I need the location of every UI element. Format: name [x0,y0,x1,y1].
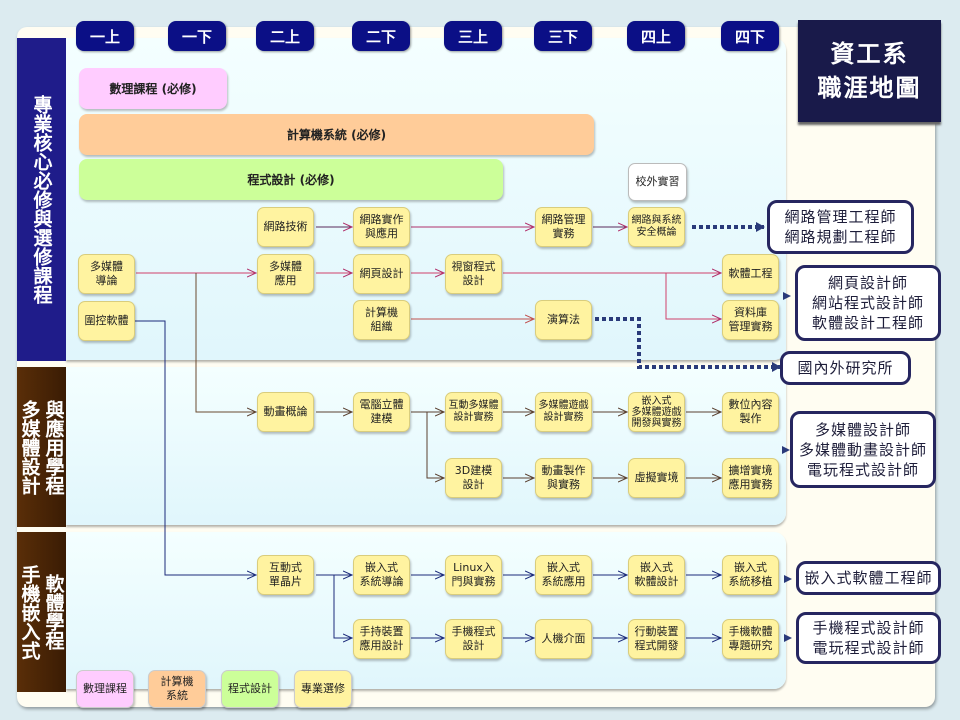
embedded-track-label-col2: 軟體學程 [42,574,65,650]
legend-elective: 專業選修 [294,670,352,708]
course-web-design[interactable]: 網頁設計 [353,254,410,294]
career-title: 網站程式設計師 [811,294,924,312]
semester-3a: 三上 [444,21,502,51]
semester-4b: 四下 [721,21,779,51]
career-multimedia[interactable]: 多媒體設計師 多媒體動畫設計師 電玩程式設計師 [790,411,936,488]
course-internship[interactable]: 校外實習 [628,163,687,201]
course-window-prog[interactable]: 視窗程式 設計 [445,254,502,294]
career-title: 網路規劃工程師 [784,228,897,246]
career-title: 多媒體動畫設計師 [798,440,927,459]
course-network-practice[interactable]: 網路實作 與應用 [353,207,410,247]
course-embedded-sw[interactable]: 嵌入式 軟體設計 [628,555,685,595]
core-track-label-text: 專業核心必修與選修課程 [30,95,53,304]
course-handheld-app[interactable]: 手持裝置 應用設計 [353,619,410,659]
course-animation-intro[interactable]: 動畫概論 [257,392,314,432]
title-line2: 職涯地圖 [817,74,922,102]
course-multimedia-app[interactable]: 多媒體 應用 [257,254,314,294]
page-title: 資工系 職涯地圖 [798,20,941,122]
course-multimedia-intro[interactable]: 多媒體 導論 [78,254,135,294]
legend-systems: 計算機 系統 [148,670,206,708]
career-title: 電玩程式設計師 [806,460,919,479]
course-linux[interactable]: Linux入 門與實務 [445,555,502,595]
semester-1b: 一下 [168,21,226,51]
core-track-label: 專業核心必修與選修課程 [17,38,66,361]
course-database[interactable]: 資料庫 管理實務 [722,300,779,340]
semester-3b: 三下 [534,21,592,51]
career-title: 軟體設計工程師 [811,314,924,332]
course-network-security[interactable]: 網路與系統 安全概論 [628,207,685,247]
legend-programming: 程式設計 [221,670,279,708]
semester-4a: 四上 [627,21,685,51]
title-line1: 資工系 [830,40,909,68]
legend-math: 數理課程 [76,670,134,708]
career-grad-school[interactable]: 國內外研究所 [780,351,911,385]
course-algorithms[interactable]: 演算法 [535,300,592,340]
course-virtual-reality[interactable]: 虛擬實境 [628,458,685,498]
semester-2a: 二上 [256,21,314,51]
multimedia-track-area [66,367,786,525]
course-mobile-dev[interactable]: 行動裝置 程式開發 [628,619,685,659]
career-mobile[interactable]: 手機程式設計師 電玩程式設計師 [796,612,941,664]
course-interactive-chip[interactable]: 互動式 單晶片 [257,555,314,595]
course-network-mgmt[interactable]: 網路管理 實務 [535,207,592,247]
course-hci[interactable]: 人機介面 [535,619,592,659]
course-ar-app[interactable]: 擴增實境 應用實務 [722,458,779,498]
career-title: 網路管理工程師 [784,208,897,226]
course-mm-game[interactable]: 多媒體遊戲 設計實務 [535,392,592,432]
programming-required-bar[interactable]: 程式設計 (必修) [79,159,503,200]
embedded-track-label: 手機嵌入式 軟體學程 [17,532,66,692]
course-embedded-ctrl[interactable]: 圍控軟體 [78,301,135,341]
course-mobile-project[interactable]: 手機軟體 專題研究 [722,619,779,659]
career-network[interactable]: 網路管理工程師 網路規劃工程師 [767,200,914,254]
career-title: 國內外研究所 [797,359,894,377]
math-required-bar[interactable]: 數理課程 (必修) [79,68,227,109]
course-mobile-prog[interactable]: 手機程式 設計 [445,619,502,659]
course-embedded-port[interactable]: 嵌入式 系統移植 [722,555,779,595]
career-embedded[interactable]: 嵌入式軟體工程師 [796,561,941,595]
course-computer-org[interactable]: 計算機 組織 [353,300,410,340]
course-3d-modeling[interactable]: 電腦立體 建模 [353,392,410,432]
career-title: 手機程式設計師 [812,619,925,637]
career-web[interactable]: 網頁設計師 網站程式設計師 軟體設計工程師 [795,265,941,341]
embedded-track-label-col1: 手機嵌入式 [18,564,41,660]
career-title: 嵌入式軟體工程師 [804,569,933,587]
course-animation-prod[interactable]: 動畫製作 與實務 [535,458,592,498]
course-interactive-mm[interactable]: 互動多媒體 設計實務 [445,392,502,432]
multimedia-track-label: 多媒體設計 與應用學程 [17,367,66,527]
course-embedded-mm-game[interactable]: 嵌入式 多媒體遊戲 開發與實務 [628,392,685,432]
semester-2b: 二下 [352,21,410,51]
course-network-tech[interactable]: 網路技術 [257,207,314,247]
systems-required-bar[interactable]: 計算機系統 (必修) [79,114,594,155]
multimedia-track-label-col2: 與應用學程 [42,399,65,495]
course-software-eng[interactable]: 軟體工程 [722,254,779,294]
course-digital-content[interactable]: 數位內容 製作 [722,392,779,432]
course-embedded-intro[interactable]: 嵌入式 系統導論 [353,555,410,595]
semester-1a: 一上 [76,21,134,51]
career-title: 網頁設計師 [827,274,908,292]
course-embedded-app[interactable]: 嵌入式 系統應用 [535,555,592,595]
career-title: 多媒體設計師 [814,420,911,439]
multimedia-track-label-col1: 多媒體設計 [18,399,41,495]
course-3d-design[interactable]: 3D建模 設計 [445,458,502,498]
career-title: 電玩程式設計師 [812,639,925,657]
